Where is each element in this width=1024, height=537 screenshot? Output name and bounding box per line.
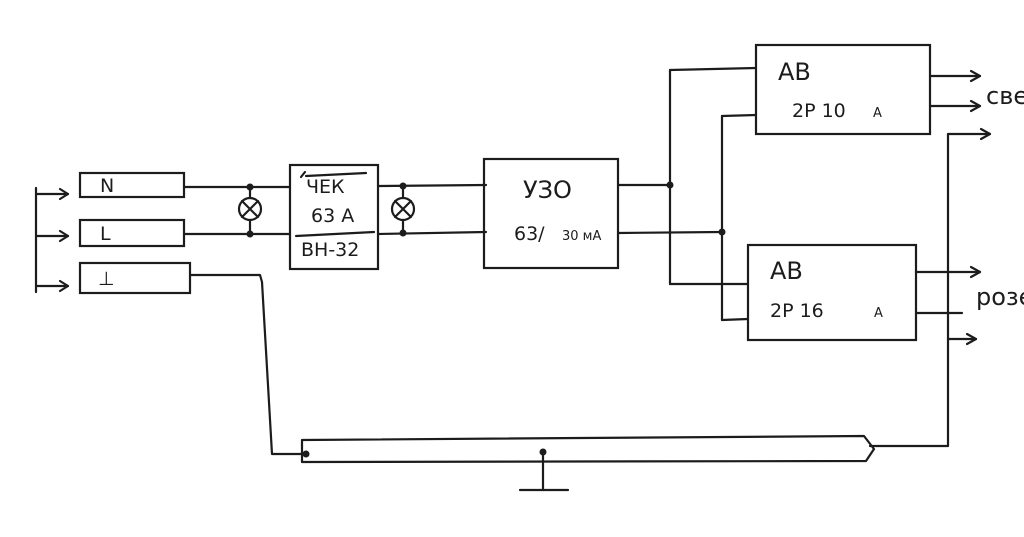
ground-wiring — [188, 127, 992, 456]
terminal-line-label: L — [100, 223, 111, 245]
breaker-sockets-unit: А — [874, 306, 883, 321]
ground-busbar — [300, 434, 876, 492]
outputs-sockets: розе — [914, 265, 1024, 315]
input-feed — [34, 186, 70, 294]
terminal-neutral-label: N — [100, 175, 114, 197]
outputs-lighting: свет — [928, 69, 1024, 113]
main-switch-model: ВН-32 — [301, 239, 359, 261]
terminal-line: L — [78, 218, 186, 248]
wires-switch-to-rcd — [376, 182, 488, 237]
output-lighting-label: свет — [986, 82, 1024, 110]
breaker-lighting-name: АВ — [778, 58, 811, 86]
breaker-lighting-rating: 2Р 10 — [792, 100, 846, 122]
breaker-sockets-rating: 2Р 16 — [770, 300, 824, 322]
indicator-lamp-1-icon — [237, 196, 263, 222]
rcd-rating: 63/ — [514, 223, 545, 245]
rcd-leakage: 30 мА — [562, 229, 601, 244]
rcd-name: УЗО — [523, 176, 572, 204]
breaker-sockets-box: АВ 2Р 16 А — [746, 243, 918, 342]
main-switch-box: ЧЕК 63 А ВН-32 — [288, 163, 380, 271]
terminal-neutral: N — [78, 171, 186, 199]
wires-distribution — [616, 66, 758, 322]
terminal-ground-label: ⊥ — [98, 268, 115, 290]
terminal-ground: ⊥ — [78, 261, 192, 295]
wires-input — [182, 183, 292, 238]
main-switch-rating: 63 А — [311, 205, 354, 227]
main-switch-name: ЧЕК — [306, 176, 345, 198]
breaker-lighting-box: АВ 2Р 10 А — [754, 43, 932, 136]
breaker-sockets-name: АВ — [770, 257, 803, 285]
breaker-lighting-unit: А — [873, 106, 882, 121]
rcd-box: УЗО 63/ 30 мА — [482, 157, 620, 270]
output-sockets-label: розе — [976, 283, 1024, 311]
indicator-lamp-2-icon — [390, 196, 416, 222]
